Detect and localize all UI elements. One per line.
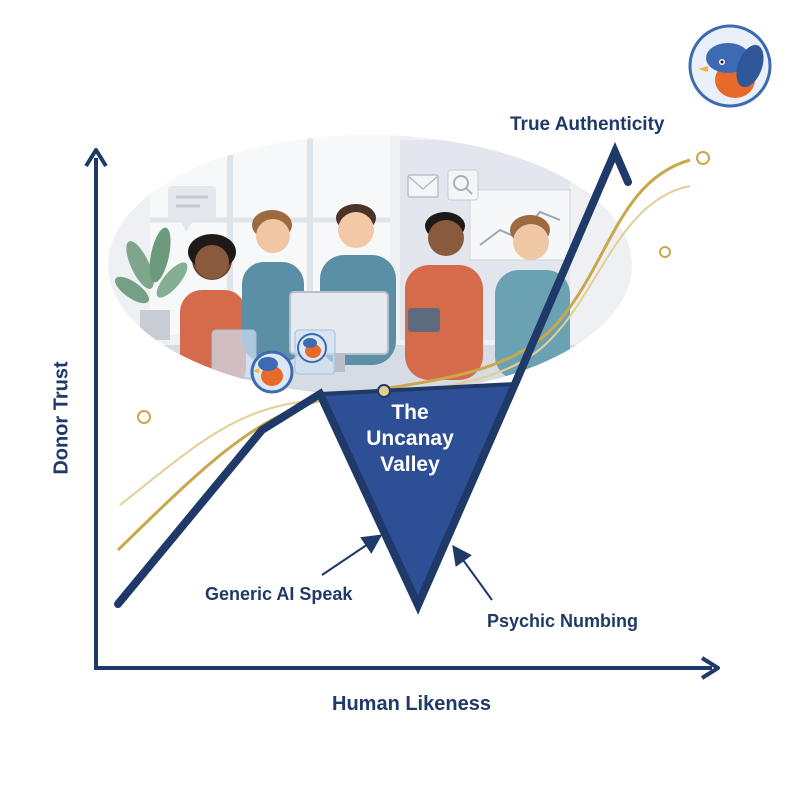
peak-label: True Authenticity: [510, 114, 665, 135]
gold-trend-curve-outer: [116, 158, 691, 552]
magnifier-icon: [447, 169, 479, 201]
psychic-numbing-arrow: [452, 544, 493, 601]
valley-left-label: Generic AI Speak: [205, 584, 353, 604]
gold-dot: [137, 410, 151, 424]
robin-bird-icon: [297, 333, 327, 363]
robin-bird-icon: [250, 350, 294, 394]
valley-title-line: The: [391, 401, 429, 424]
gold-dot: [659, 246, 671, 258]
x-axis-arrowhead: [700, 656, 720, 680]
team-member: [405, 212, 483, 380]
valley-marker-dot: [377, 384, 391, 398]
team-member: [242, 210, 304, 362]
y-axis-label: Donor Trust: [50, 361, 73, 475]
logo-robin-bird-icon: [688, 24, 772, 108]
valley-title-line: Valley: [380, 453, 440, 476]
chat-bubble-icon: [168, 186, 216, 232]
valley-title: The Uncanay Valley: [340, 400, 480, 478]
donor-trust-curve: [114, 141, 632, 615]
x-axis-label: Human Likeness: [332, 693, 491, 715]
y-axis-arrowhead: [84, 148, 108, 168]
valley-title-line: Uncanay: [366, 427, 454, 450]
generic-ai-arrow: [321, 534, 383, 576]
mail-icon: [407, 174, 439, 198]
gold-dot: [696, 151, 710, 165]
valley-right-label: Psychic Numbing: [487, 611, 639, 631]
